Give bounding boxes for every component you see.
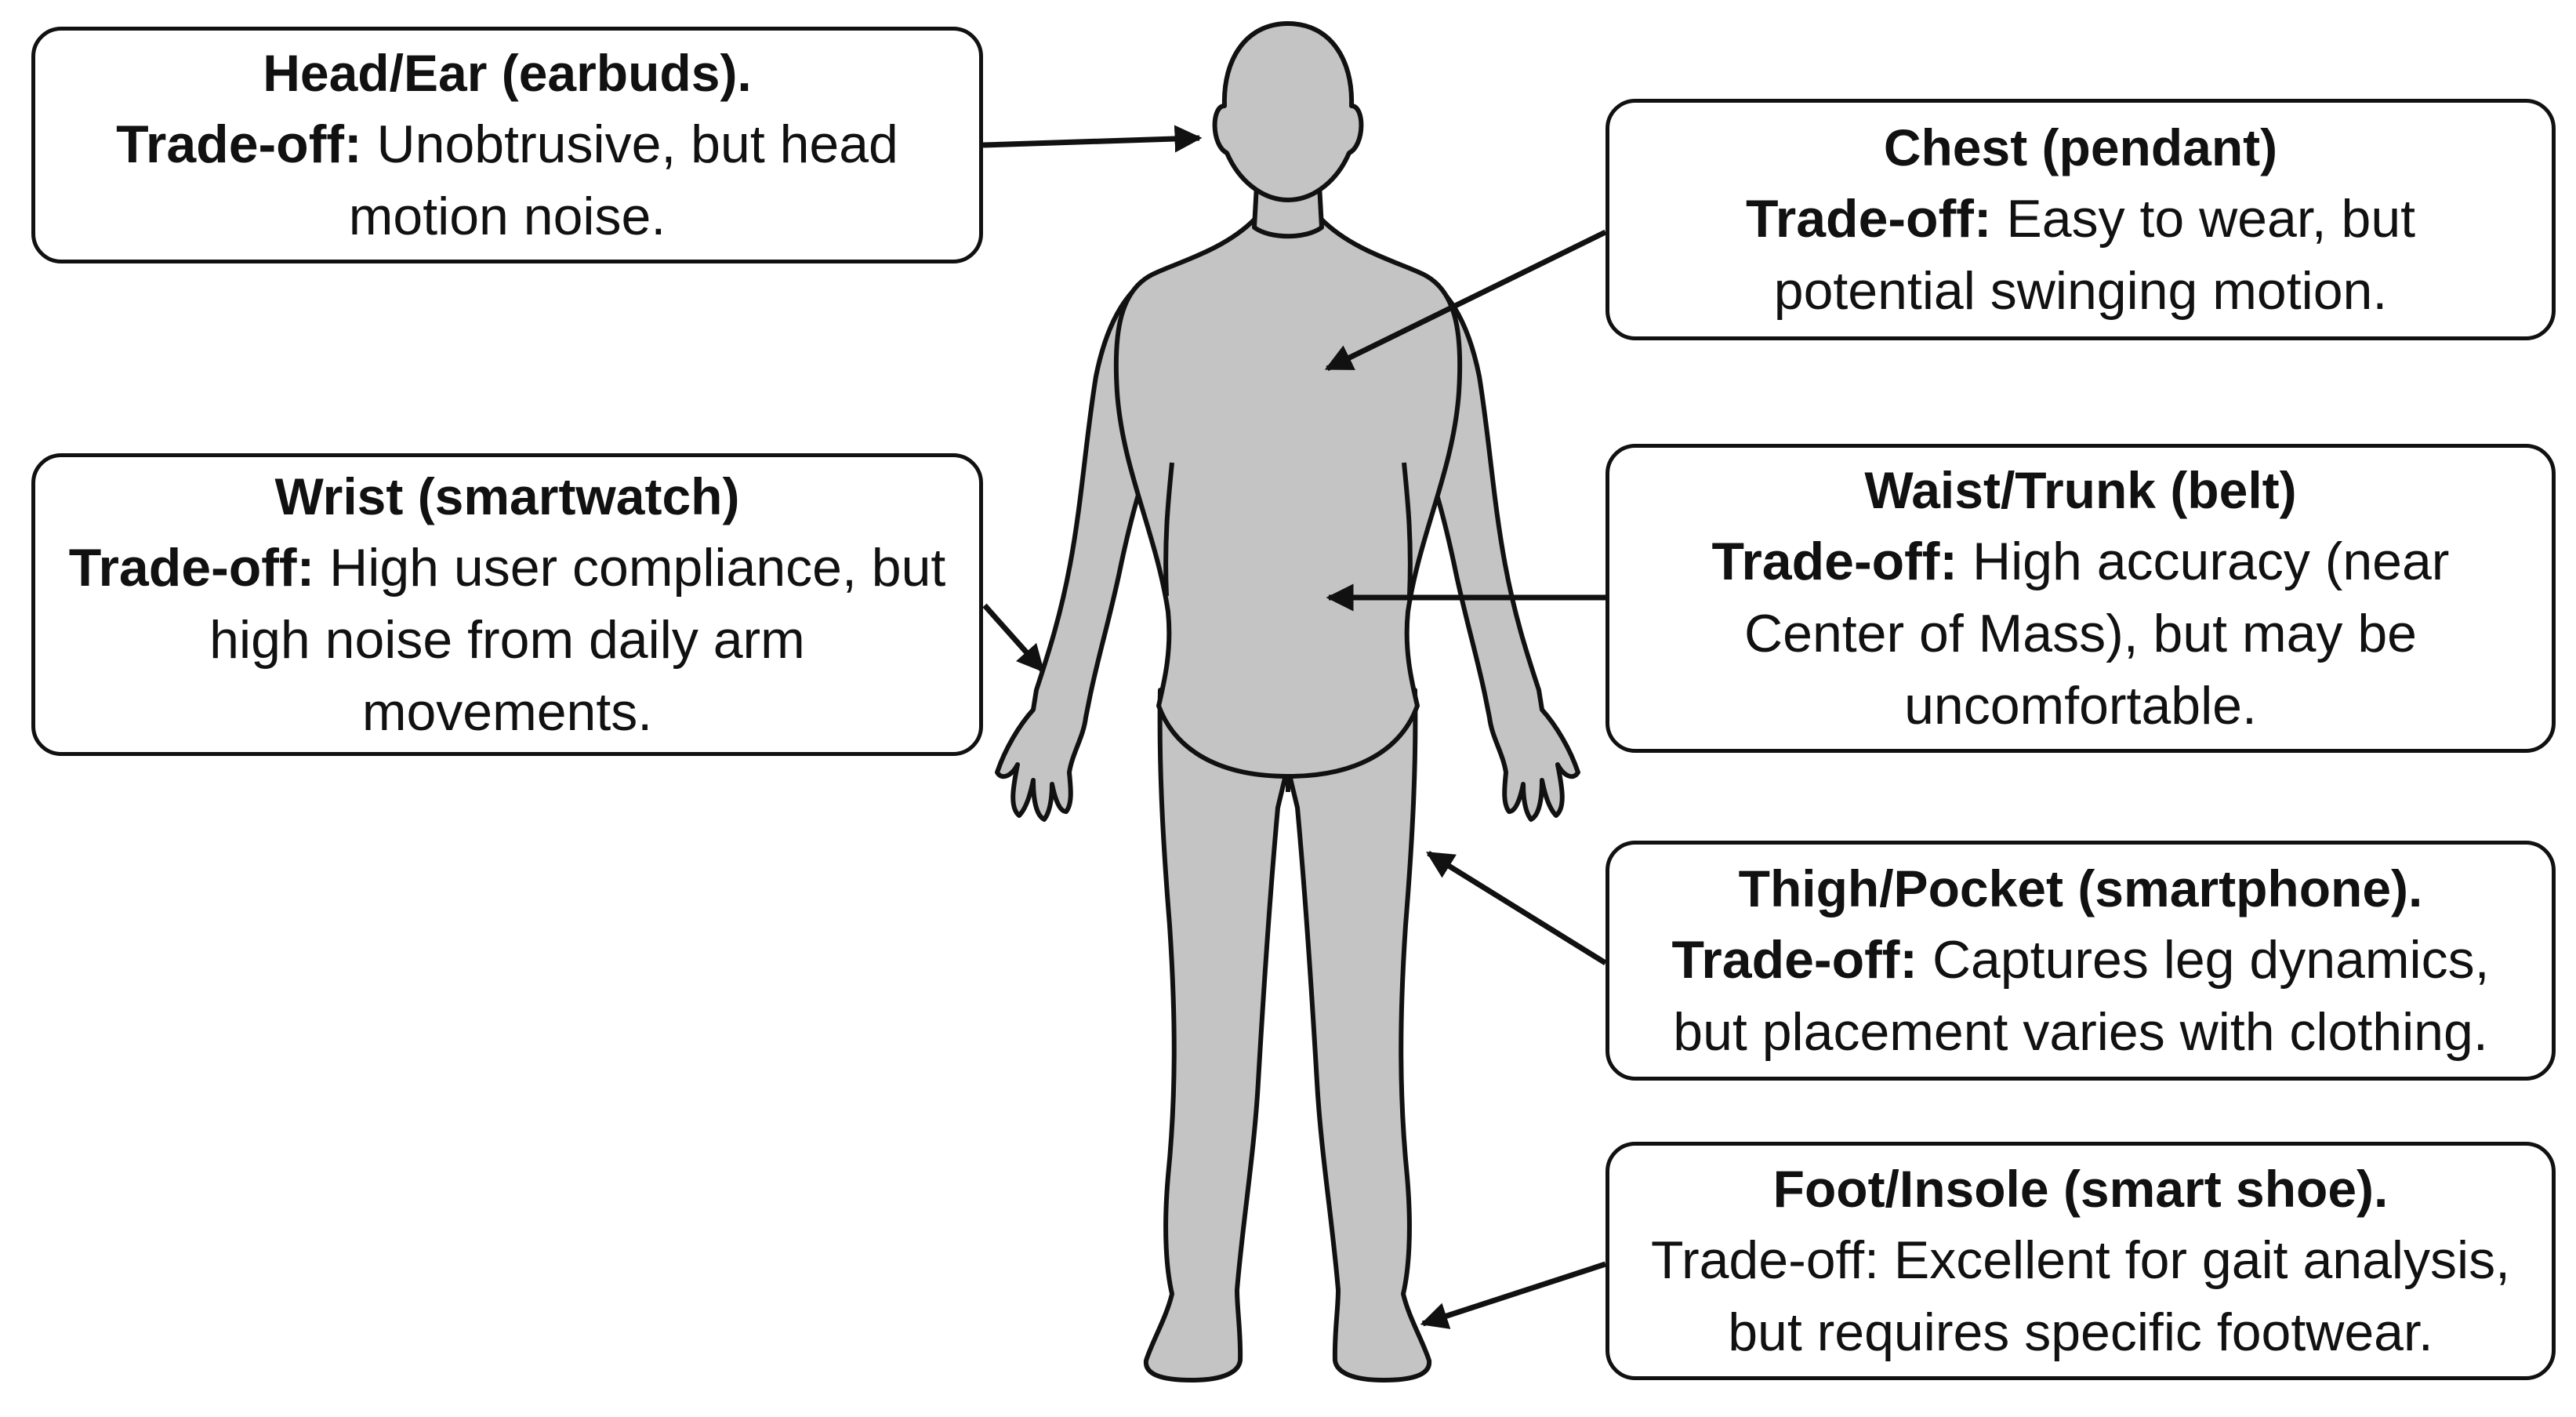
waist-trunk-tradeoff: Trade-off: High accuracy (near Center of… [1638,525,2523,742]
wrist-tradeoff: Trade-off: High user compliance, but hig… [63,532,951,748]
left-arm-inner-contour [1163,462,1174,597]
wrist-title: Wrist (smartwatch) [274,467,740,525]
chest-tradeoff: Trade-off: Easy to wear, but potential s… [1638,183,2523,327]
tradeoff-text: High accuracy (near Center of Mass), but… [1744,532,2450,736]
head-ear-callout: Head/Ear (earbuds). Trade-off: Unobtrusi… [31,27,983,263]
wrist-arrow [982,603,1045,673]
foot-insole-tradeoff: Trade-off: Excellent for gait analysis, … [1638,1224,2523,1368]
right-leg [1286,688,1432,1382]
foot-insole-callout: Foot/Insole (smart shoe). Trade-off: Exc… [1605,1142,2556,1380]
torso [1113,217,1463,779]
tradeoff-label: Trade-off: [1650,1230,1879,1290]
tradeoff-text: Easy to wear, but potential swinging mot… [1773,189,2416,321]
tradeoff-text: High user compliance, but high noise fro… [209,538,946,742]
foot-arrow [1420,1261,1607,1329]
head-ear-tradeoff: Trade-off: Unobtrusive, but head motion … [63,108,951,253]
tradeoff-text: Excellent for gait analysis, but require… [1728,1230,2511,1362]
chest-callout: Chest (pendant) Trade-off: Easy to wear,… [1605,99,2556,340]
head-ear-title: Head/Ear (earbuds). [263,44,752,102]
chest-title: Chest (pendant) [1883,118,2278,176]
tradeoff-text: Captures leg dynamics, but placement var… [1673,930,2490,1062]
tradeoff-label: Trade-off: [1671,930,1918,990]
waist-trunk-title: Waist/Trunk (belt) [1864,461,2297,519]
waist-trunk-callout: Waist/Trunk (belt) Trade-off: High accur… [1605,444,2556,753]
head [1212,21,1364,202]
left-leg [1143,688,1290,1382]
thigh-pocket-tradeoff: Trade-off: Captures leg dynamics, but pl… [1638,924,2523,1068]
head-arrow [982,125,1203,153]
chest-arrow [1324,229,1607,372]
tradeoff-text: Unobtrusive, but head motion noise. [348,114,898,246]
right-arm-inner-contour [1402,462,1413,597]
foot-insole-title: Foot/Insole (smart shoe). [1772,1160,2389,1218]
human-silhouette [995,21,1580,1382]
tradeoff-label: Trade-off: [68,538,315,598]
thigh-pocket-callout: Thigh/Pocket (smartphone). Trade-off: Ca… [1605,841,2556,1081]
thigh-pocket-title: Thigh/Pocket (smartphone). [1738,859,2423,917]
callout-arrows [982,125,1607,1329]
thigh-arrow [1426,851,1607,965]
tradeoff-label: Trade-off: [1711,532,1958,591]
tradeoff-label: Trade-off: [1745,189,1992,249]
wrist-callout: Wrist (smartwatch) Trade-off: High user … [31,453,983,756]
tradeoff-label: Trade-off: [116,114,362,174]
